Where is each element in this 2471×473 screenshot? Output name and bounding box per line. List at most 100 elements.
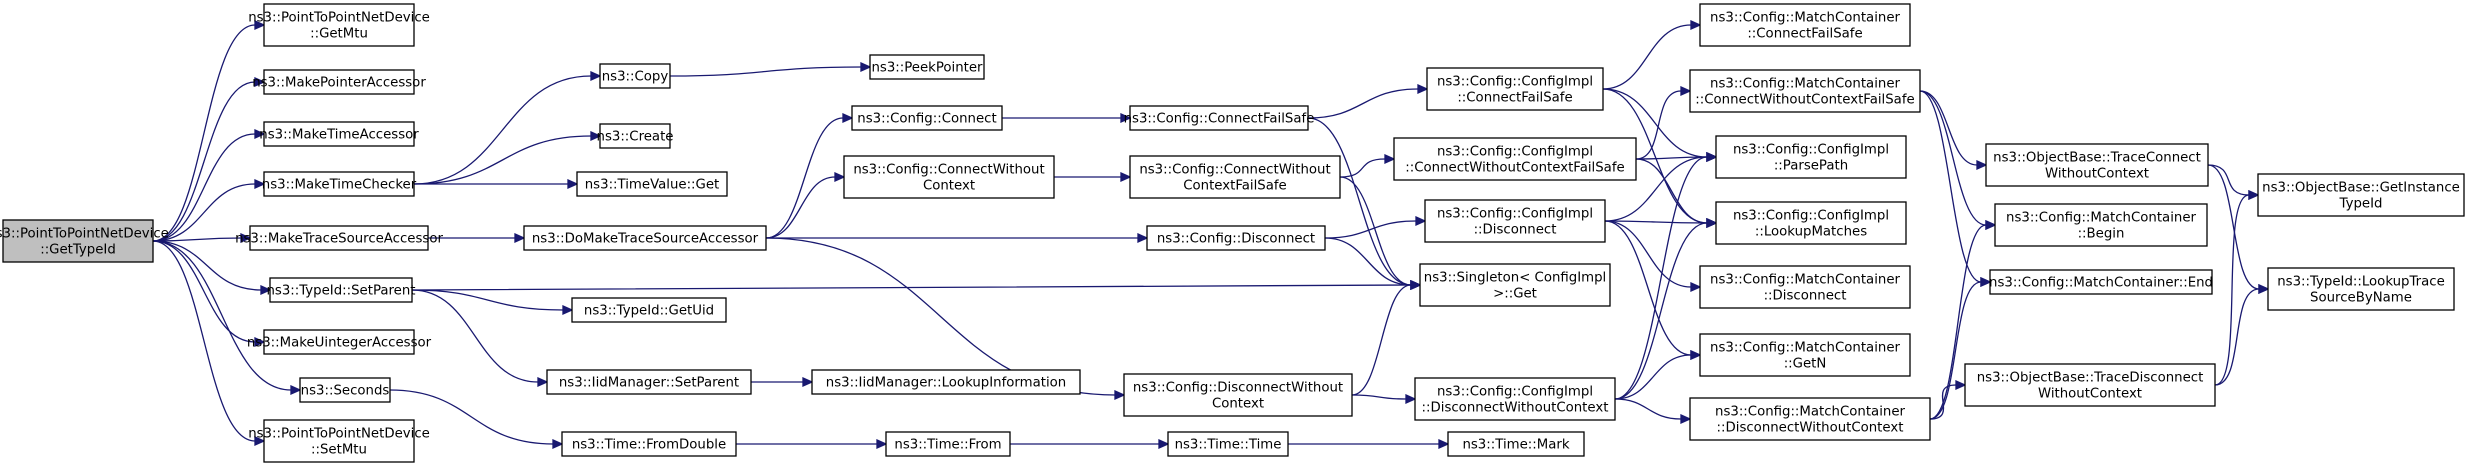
function-node-impldisconnect[interactable]: ns3::Config::ConfigImpl::Disconnect — [1424, 199, 1606, 243]
function-node-domaketrace[interactable]: ns3::DoMakeTraceSourceAccessor — [523, 225, 767, 251]
function-node-create[interactable]: ns3::Create — [597, 123, 674, 149]
function-node-maketrace[interactable]: ns3::MakeTraceSourceAccessor — [235, 225, 443, 251]
call-edge-copy-to-peekpointer — [669, 61, 872, 77]
function-node-cfgconnectfs[interactable]: ns3::Config::ConnectFailSafe — [1124, 105, 1315, 131]
node-box — [571, 297, 727, 323]
function-node-timevalueget[interactable]: ns3::TimeValue::Get — [576, 171, 728, 197]
call-edge-mcconnectwofs-to-mcbegin — [1919, 90, 1997, 231]
function-node-cfgconnectwo[interactable]: ns3::Config::ConnectWithoutContext — [843, 155, 1055, 199]
function-node-cfgconnectwofs[interactable]: ns3::Config::ConnectWithoutContextFailSa… — [1129, 155, 1341, 199]
function-node-mcgetn[interactable]: ns3::Config::MatchContainer::GetN — [1699, 333, 1911, 377]
edge-line — [765, 176, 836, 239]
function-node-tidsetparent[interactable]: ns3::TypeId::SetParent — [266, 277, 416, 303]
node-label: ns3::Config::MatchContainer::End — [1989, 276, 2213, 291]
edge-line — [152, 240, 292, 391]
node-label: ns3::Config::Connect — [857, 112, 996, 127]
function-node-timetime[interactable]: ns3::Time::Time — [1167, 431, 1289, 457]
call-edge-cfgconnectwofs-to-implconnectwofs — [1339, 153, 1396, 178]
node-label: ContextFailSafe — [1183, 179, 1287, 194]
function-node-seconds[interactable]: ns3::Seconds — [299, 377, 391, 403]
call-edge-mcconnectwofs-to-mcend — [1919, 90, 1992, 288]
node-box — [1167, 431, 1289, 457]
node-label: Context — [1212, 397, 1264, 412]
edge-line — [1614, 156, 1708, 400]
edge-line — [1307, 117, 1412, 286]
edge-arrowhead — [1690, 281, 1702, 293]
function-node-mcend[interactable]: ns3::Config::MatchContainer::End — [1989, 269, 2213, 295]
node-box — [561, 431, 737, 457]
edge-line — [2214, 288, 2260, 386]
function-node-getmtu[interactable]: ns3::PointToPointNetDevice::GetMtu — [248, 3, 430, 47]
function-node-mcconnectwofs[interactable]: ns3::Config::MatchContainer::ConnectWith… — [1689, 69, 1921, 113]
node-label: ns3::ObjectBase::TraceConnect — [1993, 151, 2201, 166]
function-node-cfgdisconnect[interactable]: ns3::Config::Disconnect — [1146, 225, 1326, 251]
node-box — [811, 369, 1081, 395]
node-label: ns3::PointToPointNetDevice — [0, 227, 169, 242]
node-box — [1414, 377, 1616, 421]
function-node-obtracedisconnectwo[interactable]: ns3::ObjectBase::TraceDisconnectWithoutC… — [1964, 363, 2216, 407]
function-node-mcdisconnectwo[interactable]: ns3::Config::MatchContainer::DisconnectW… — [1689, 397, 1931, 441]
call-edge-cfgdisconnect-to-impldisconnect — [1324, 215, 1427, 239]
function-node-impldisconnectwo[interactable]: ns3::Config::ConfigImpl::DisconnectWitho… — [1414, 377, 1616, 421]
function-node-getuid[interactable]: ns3::TypeId::GetUid — [571, 297, 727, 323]
node-label: ns3::ObjectBase::TraceDisconnect — [1977, 371, 2204, 386]
function-node-makeuint[interactable]: ns3::MakeUintegerAccessor — [247, 329, 432, 355]
node-label: ns3::Config::ConnectWithout — [853, 163, 1044, 178]
function-node-implconnectwofs[interactable]: ns3::Config::ConfigImpl::ConnectWithoutC… — [1393, 137, 1637, 181]
call-edge-tidsetparent-to-getuid — [411, 289, 574, 316]
node-label: ns3::MakeTimeAccessor — [259, 128, 419, 143]
function-node-iidsetparent[interactable]: ns3::IidManager::SetParent — [546, 369, 752, 395]
function-node-makeptr[interactable]: ns3::MakePointerAccessor — [252, 69, 426, 95]
edge-arrowhead — [552, 438, 564, 450]
function-node-singletonget[interactable]: ns3::Singleton< ConfigImpl >::Get — [1419, 263, 1611, 307]
node-label: ns3::Config::MatchContainer — [1715, 405, 1905, 420]
node-label: TypeId — [2339, 197, 2383, 212]
function-node-timefrom[interactable]: ns3::Time::From — [885, 431, 1011, 457]
node-label: ns3::Config::Disconnect — [1157, 232, 1315, 247]
call-edge-cfgdisconnect-to-singletonget — [1324, 237, 1422, 291]
node-label: ::Disconnect — [1474, 223, 1557, 238]
function-node-timefromdouble[interactable]: ns3::Time::FromDouble — [561, 431, 737, 457]
function-node-mcconnectfs[interactable]: ns3::Config::MatchContainer::ConnectFail… — [1699, 3, 1911, 47]
function-node-timemark[interactable]: ns3::Time::Mark — [1447, 431, 1585, 457]
function-node-cfgdisconnectwo[interactable]: ns3::Config::DisconnectWithoutContext — [1123, 373, 1353, 417]
edge-line — [1351, 284, 1412, 396]
node-label: ::Begin — [2078, 227, 2125, 242]
node-label: ::GetN — [1784, 357, 1827, 372]
node-box — [269, 277, 413, 303]
function-node-mcdisconnect[interactable]: ns3::Config::MatchContainer::Disconnect — [1699, 265, 1911, 309]
node-box — [546, 369, 752, 395]
node-label: ns3::Config::ConfigImpl — [1733, 209, 1889, 224]
edge-line — [1929, 281, 1982, 420]
edge-arrowhead — [2258, 283, 2270, 295]
edge-line — [2207, 164, 2260, 290]
function-node-maketimeacc[interactable]: ns3::MakeTimeAccessor — [259, 121, 419, 147]
node-box — [263, 3, 415, 47]
function-node-implparsepath[interactable]: ns3::Config::ConfigImpl::ParsePath — [1715, 135, 1907, 179]
edge-arrowhead — [254, 76, 266, 88]
edge-line — [669, 66, 862, 77]
node-label: ::Disconnect — [1764, 289, 1847, 304]
function-node-impllookup[interactable]: ns3::Config::ConfigImpl::LookupMatches — [1715, 201, 1907, 245]
node-label: ns3::Config::MatchContainer — [1710, 77, 1900, 92]
function-node-setmtu[interactable]: ns3::PointToPointNetDevice::SetMtu — [248, 419, 430, 463]
function-node-mcbegin[interactable]: ns3::Config::MatchContainer::Begin — [1994, 203, 2208, 247]
function-node-peekpointer[interactable]: ns3::PeekPointer — [869, 54, 985, 80]
node-label: ns3::IidManager::LookupInformation — [826, 376, 1066, 391]
node-label: ns3::Config::ConfigImpl — [1437, 75, 1593, 90]
function-node-implconnectfs[interactable]: ns3::Config::ConfigImpl::ConnectFailSafe — [1426, 67, 1604, 111]
node-label: ns3::Config::MatchContainer — [1710, 11, 1900, 26]
edge-arrowhead — [1415, 215, 1427, 227]
edge-arrowhead — [514, 232, 526, 244]
function-node-maketimechk[interactable]: ns3::MakeTimeChecker — [262, 171, 417, 197]
function-node-copy[interactable]: ns3::Copy — [599, 63, 671, 89]
edge-arrowhead — [1158, 438, 1170, 450]
node-box — [885, 431, 1011, 457]
function-node-cfgconnect[interactable]: ns3::Config::Connect — [851, 105, 1003, 131]
node-box — [1699, 333, 1911, 377]
function-node-iidlookupinfo[interactable]: ns3::IidManager::LookupInformation — [811, 369, 1081, 395]
node-label: ns3::Config::ConnectFailSafe — [1124, 112, 1315, 127]
function-node-obtraceconnectwo[interactable]: ns3::ObjectBase::TraceConnectWithoutCont… — [1985, 143, 2209, 187]
